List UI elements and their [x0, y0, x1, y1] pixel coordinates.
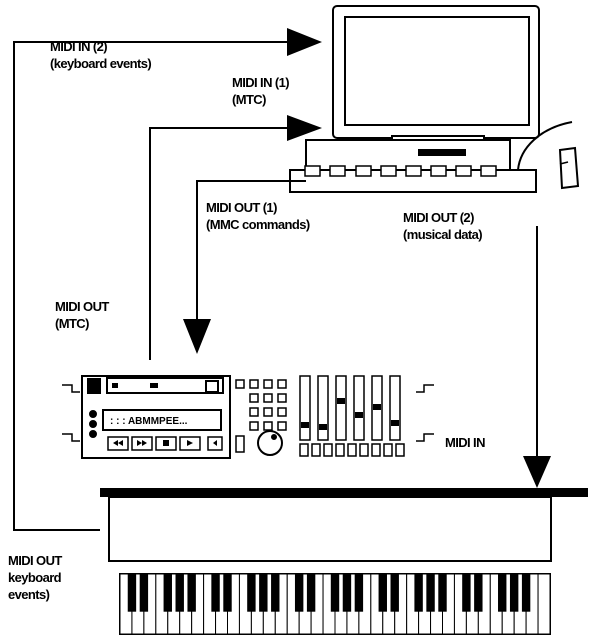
- arrow-midi-in-1: [287, 115, 322, 141]
- tape-slot: [106, 377, 224, 394]
- arrowheads: [183, 28, 551, 488]
- black-key: [521, 573, 531, 612]
- keyboard-body: [108, 496, 552, 562]
- black-key: [509, 573, 519, 612]
- label-midi-out-mtc: MIDI OUT (MTC): [55, 298, 109, 332]
- label-midi-in-2-line2: (keyboard events): [50, 56, 152, 71]
- black-key: [378, 573, 387, 612]
- arrow-midi-out-1: [183, 319, 211, 354]
- label-midi-out-mtc-line1: MIDI OUT: [55, 299, 109, 314]
- monitor-screen: [344, 16, 530, 126]
- black-keys: [127, 573, 531, 612]
- computer-base: [305, 139, 511, 171]
- black-key: [259, 573, 268, 612]
- label-midi-out-2-line2: (musical data): [403, 227, 483, 242]
- black-key: [306, 573, 316, 612]
- label-midi-out-keyboard-line3: events): [8, 587, 50, 602]
- rack-brackets: [62, 384, 434, 442]
- label-midi-out-keyboard-line1: MIDI OUT: [8, 553, 62, 568]
- white-keys: [119, 573, 551, 635]
- cable-keyboard-to-computer: [13, 41, 300, 531]
- label-midi-out-mtc-line2: (MTC): [55, 316, 89, 331]
- label-midi-in-recorder-line1: MIDI IN: [445, 435, 485, 450]
- black-key: [294, 573, 304, 612]
- label-midi-in-2-line1: MIDI IN (2): [50, 39, 108, 54]
- label-midi-in-1: MIDI IN (1) (MTC): [232, 74, 290, 108]
- label-midi-in-1-line1: MIDI IN (1): [232, 75, 290, 90]
- black-key: [175, 573, 184, 612]
- label-midi-out-keyboard: MIDI OUT keyboard events): [8, 552, 62, 603]
- disk-drive-slot: [418, 149, 466, 156]
- black-key: [127, 573, 137, 612]
- black-key: [271, 573, 280, 612]
- multitrack-recorder: [62, 375, 434, 459]
- black-key: [498, 573, 507, 612]
- black-key: [211, 573, 220, 612]
- keyboard-top-bar: [100, 488, 588, 497]
- arrow-midi-in-2: [287, 28, 322, 56]
- black-key: [163, 573, 172, 612]
- label-midi-out-1-line2: (MMC commands): [206, 217, 310, 232]
- mouse-icon: [558, 146, 580, 190]
- label-midi-in-2: MIDI IN (2) (keyboard events): [50, 38, 152, 72]
- black-key: [139, 573, 149, 612]
- mouse-cable: [517, 121, 573, 171]
- black-key: [414, 573, 423, 612]
- computer: [289, 5, 580, 193]
- black-key: [438, 573, 447, 612]
- indicator-led: [89, 410, 97, 418]
- fader-strips: [299, 375, 401, 441]
- counter-display-text: : : : ABMMPEE...: [110, 416, 188, 427]
- cable-computer-to-recorder: [196, 180, 306, 322]
- label-midi-out-1-line1: MIDI OUT (1): [206, 200, 277, 215]
- black-key: [223, 573, 232, 612]
- label-midi-out-2: MIDI OUT (2) (musical data): [403, 209, 483, 243]
- transport-buttons: [107, 436, 223, 451]
- black-key: [426, 573, 435, 612]
- computer-keys: [304, 165, 497, 177]
- black-key: [462, 573, 471, 612]
- black-key: [354, 573, 364, 612]
- label-midi-out-1: MIDI OUT (1) (MMC commands): [206, 199, 310, 233]
- jog-wheel[interactable]: [257, 430, 283, 456]
- label-midi-out-2-line1: MIDI OUT (2): [403, 210, 474, 225]
- label-midi-out-keyboard-line2: keyboard: [8, 570, 62, 585]
- counter-display: [102, 409, 222, 431]
- fader-knobs: [301, 398, 399, 430]
- label-midi-in-1-line2: (MTC): [232, 92, 266, 107]
- black-key: [187, 573, 196, 612]
- black-key: [474, 573, 483, 612]
- black-key: [390, 573, 399, 612]
- connections: [13, 41, 538, 531]
- label-midi-in-recorder: MIDI IN: [445, 434, 485, 451]
- black-key: [330, 573, 340, 612]
- white-key: [537, 573, 551, 635]
- black-key: [247, 573, 256, 612]
- black-key: [342, 573, 352, 612]
- channel-buttons: [299, 443, 405, 457]
- midi-keyboard: [100, 488, 588, 635]
- arrow-midi-out-2: [523, 456, 551, 488]
- mixer-buttons: [235, 379, 287, 453]
- cable-recorder-to-computer: [149, 127, 300, 360]
